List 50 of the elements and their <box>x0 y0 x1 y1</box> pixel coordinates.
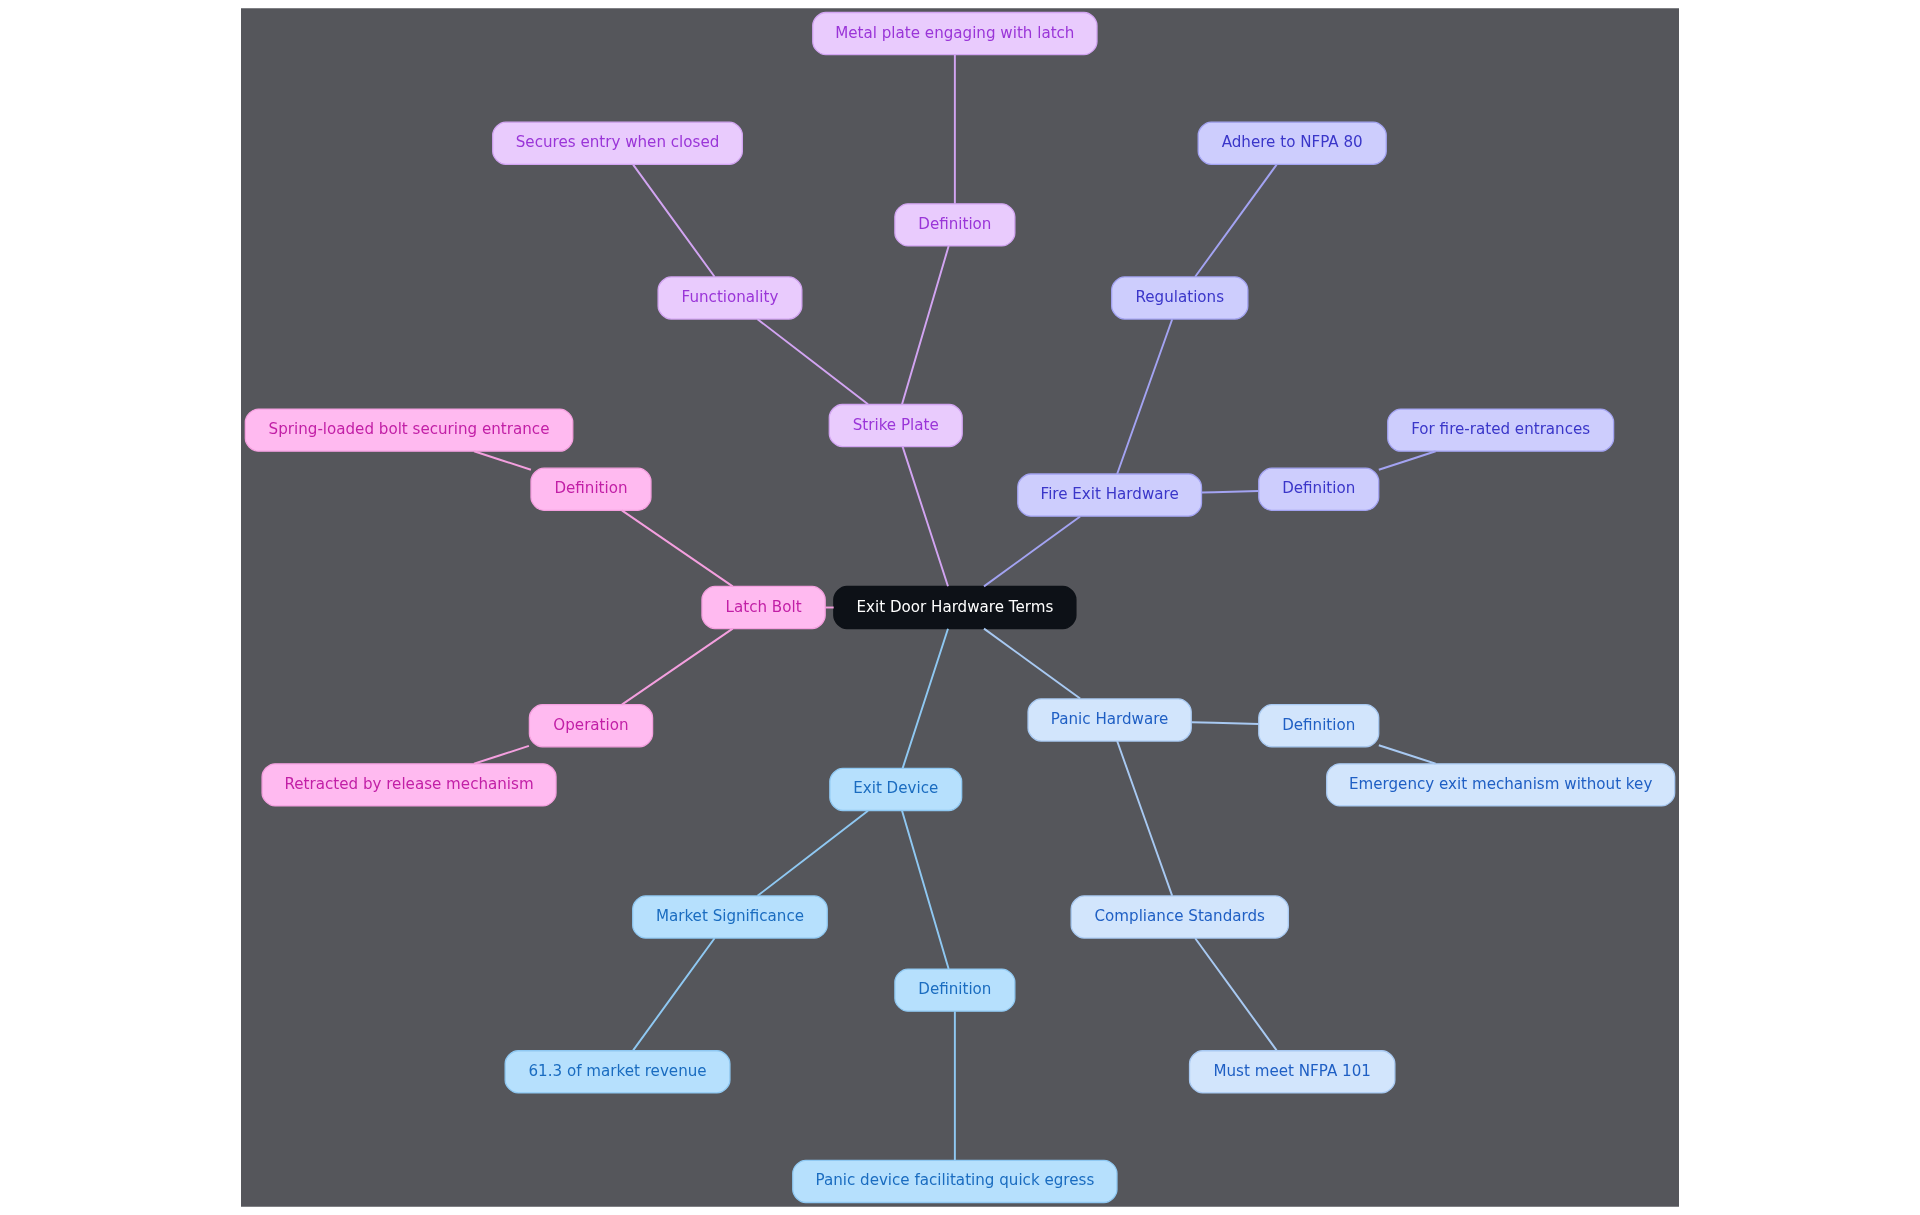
connector <box>756 809 869 897</box>
node-box: Emergency exit mechanism without key <box>1326 763 1676 807</box>
node-box: Exit Door Hardware Terms <box>833 585 1077 630</box>
node-box: Regulations <box>1111 276 1249 320</box>
node-box: Definition <box>1258 704 1380 748</box>
node-box: Strike Plate <box>828 403 963 448</box>
node-box: Panic device facilitating quick egress <box>792 1159 1118 1204</box>
connector <box>473 450 532 471</box>
connector <box>1377 450 1437 471</box>
connector <box>901 245 950 406</box>
connector <box>901 809 950 970</box>
connector <box>1116 740 1174 897</box>
node-box: Latch Bolt <box>701 585 826 630</box>
node-box: Definition <box>1258 467 1380 511</box>
connector <box>620 509 734 588</box>
node-box: For fire-rated entrances <box>1387 408 1615 452</box>
node-box: Metal plate engaging with latch <box>812 11 1098 56</box>
node-box: Exit Device <box>829 767 963 812</box>
connector <box>953 53 956 205</box>
node-box: Functionality <box>657 276 803 320</box>
node-box: Definition <box>894 203 1016 247</box>
connector <box>1200 489 1260 494</box>
node-box: Operation <box>528 704 654 748</box>
connector <box>1190 721 1260 726</box>
node-box: Definition <box>894 968 1016 1012</box>
connector <box>632 937 716 1052</box>
node-box: Secures entry when closed <box>492 121 743 165</box>
node-box: Spring-loaded bolt securing entrance <box>244 408 574 452</box>
connector <box>632 163 716 278</box>
node-box: Fire Exit Hardware <box>1017 473 1203 517</box>
connector <box>1194 163 1278 278</box>
connector <box>1377 744 1437 765</box>
node-box: Must meet NFPA 101 <box>1188 1050 1396 1094</box>
connector <box>473 744 530 765</box>
connector <box>1194 937 1278 1052</box>
connector <box>983 627 1082 700</box>
connector <box>983 515 1082 588</box>
connector <box>1116 318 1174 475</box>
connector <box>620 627 734 706</box>
node-box: Compliance Standards <box>1070 895 1289 939</box>
connector <box>901 445 949 588</box>
node-box: Panic Hardware <box>1027 698 1192 742</box>
node-box: Adhere to NFPA 80 <box>1197 121 1387 165</box>
node-box: Retracted by release mechanism <box>261 763 557 807</box>
connector <box>953 1010 956 1162</box>
connector <box>901 627 949 770</box>
node-box: 61.3 of market revenue <box>504 1050 731 1094</box>
node-box: Market Significance <box>632 895 828 939</box>
connector <box>756 318 869 406</box>
node-box: Definition <box>530 467 652 511</box>
